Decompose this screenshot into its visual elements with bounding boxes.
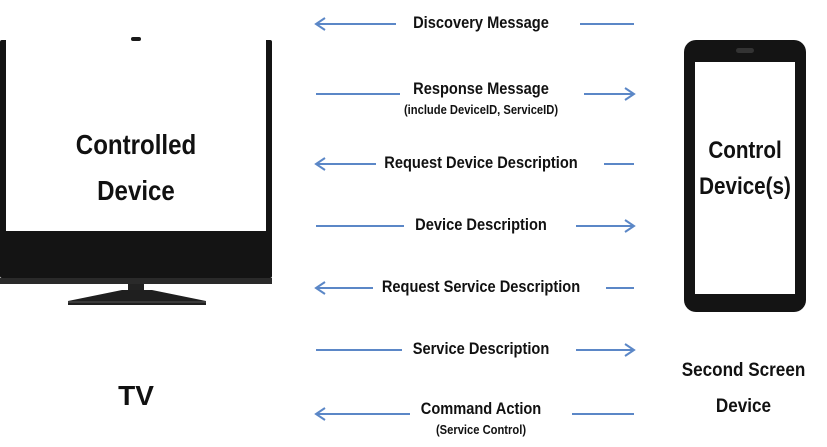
arrowhead-right-icon (624, 219, 636, 233)
arrowhead-left-icon (314, 157, 326, 171)
message-label: Response Message (413, 79, 549, 98)
arrowhead-right-icon (624, 343, 636, 357)
tv-caption: TV (118, 380, 154, 411)
tv-stand (68, 290, 206, 305)
message-label: Discovery Message (413, 13, 549, 32)
arrowhead-left-icon (314, 17, 326, 31)
message-label: Command Action (420, 399, 542, 418)
phone-speaker (736, 48, 754, 53)
second-screen-caption-line2: Device (715, 396, 772, 417)
message-label: Request Service Description (381, 277, 581, 296)
message-sublabel: (Service Control) (435, 422, 527, 437)
arrowhead-left-icon (314, 407, 326, 421)
controlled-device-label-line2: Device (97, 175, 175, 206)
control-device-label-line2: Device(s) (699, 173, 791, 200)
controlled-device-label-line1: Controlled (75, 129, 197, 160)
message-label: Request Device Description (384, 153, 578, 172)
tv-bezel (0, 278, 272, 284)
arrowhead-left-icon (314, 281, 326, 295)
control-device-label-line1: Control (708, 137, 782, 164)
tv-stand-neck (128, 284, 144, 292)
phone-screen (695, 62, 795, 294)
message-label: Service Description (412, 339, 550, 358)
message-label: Device Description (415, 215, 547, 234)
message-sublabel: (include DeviceID, ServiceID) (403, 102, 559, 117)
second-screen-caption-line1: Second Screen (681, 360, 806, 381)
tv-screen (6, 6, 266, 231)
arrowhead-right-icon (624, 87, 636, 101)
tv-sensor (131, 37, 141, 41)
